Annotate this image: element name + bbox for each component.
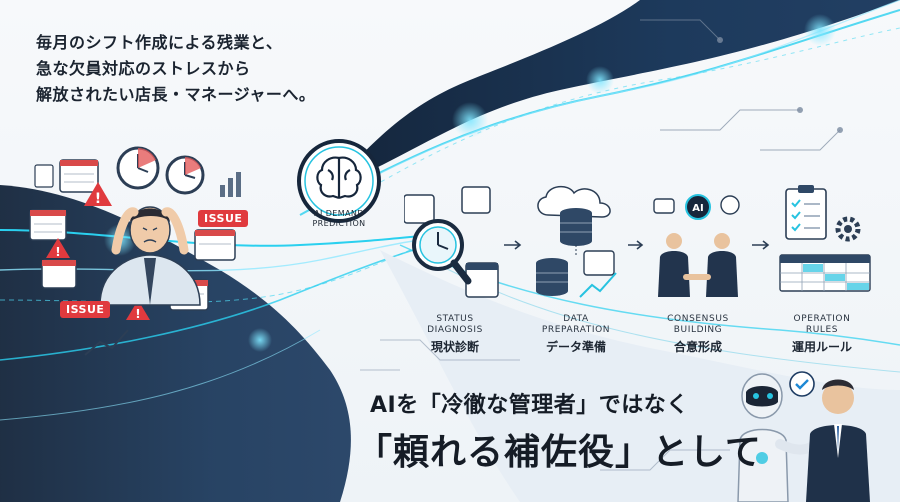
ai-brain-node xyxy=(297,139,381,223)
step-operation-rules-en: OPERATION RULES xyxy=(793,314,851,335)
tagline-line-1: AIを「冷徹な管理者」ではなく xyxy=(370,393,689,418)
lower-wave-band xyxy=(0,185,351,502)
brain-icon xyxy=(316,156,362,200)
svg-text:!: ! xyxy=(55,245,60,259)
step-status-diagnosis-jp: 現状診断 xyxy=(430,340,479,354)
step-consensus-building-jp: 合意形成 xyxy=(673,340,722,354)
svg-text:!: ! xyxy=(135,307,140,321)
headline: 毎月のシフト作成による残業と、 急な欠員対応のストレスから 解放されたい店長・マ… xyxy=(36,30,315,108)
status-diagnosis-icon xyxy=(404,186,499,298)
svg-text:!: ! xyxy=(95,191,101,207)
step-operation-rules-jp: 運用ルール xyxy=(791,340,852,354)
stressed-person-icon xyxy=(99,206,201,306)
businessman-icon xyxy=(658,233,690,297)
consensus-building-icon: AI xyxy=(653,194,740,297)
line-chart-icon xyxy=(84,329,129,356)
headline-line-1: 毎月のシフト作成による残業と、 xyxy=(36,33,283,52)
upper-wave-band xyxy=(330,0,900,190)
headline-line-2: 急な欠員対応のストレスから xyxy=(36,59,251,78)
ai-demand-prediction-label: AI DEMAND PREDICTION xyxy=(312,209,366,228)
tagline-line-2: 「頼れる補佐役」として xyxy=(356,432,762,473)
issue-badge: ISSUE xyxy=(60,301,111,318)
step-data-preparation-en: DATA PREPARATION xyxy=(541,314,611,335)
businessman-icon xyxy=(806,379,870,502)
operation-rules-icon xyxy=(779,185,871,292)
businessman-icon xyxy=(706,233,738,297)
check-bubble-icon xyxy=(789,371,815,397)
issue-badge: ISSUE xyxy=(198,210,249,227)
warning-icon: ! xyxy=(84,182,112,207)
document-icon xyxy=(34,164,54,188)
step-status-diagnosis-en: STATUS DIAGNOSIS xyxy=(427,314,483,335)
gear-icon xyxy=(835,216,861,242)
ai-badge-text: AI xyxy=(692,203,703,214)
robot-assistant-illustration xyxy=(737,371,870,502)
step-consensus-building-en: CONSENSUS BUILDING xyxy=(667,314,729,335)
headline-line-3: 解放されたい店長・マネージャーへ。 xyxy=(36,85,316,104)
warning-icon: ! xyxy=(126,300,150,321)
step-data-preparation-jp: データ準備 xyxy=(545,340,606,354)
warning-icon: ! xyxy=(46,238,70,259)
database-icon xyxy=(536,258,568,296)
clock-icon xyxy=(116,146,160,190)
clock-icon xyxy=(165,155,205,195)
data-preparation-icon xyxy=(536,185,617,298)
bar-chart-icon xyxy=(220,172,241,197)
step-arrows xyxy=(504,240,770,250)
database-icon xyxy=(560,208,592,246)
robot-icon xyxy=(737,373,827,502)
stressed-manager-illustration: ! ! ! xyxy=(29,146,241,356)
